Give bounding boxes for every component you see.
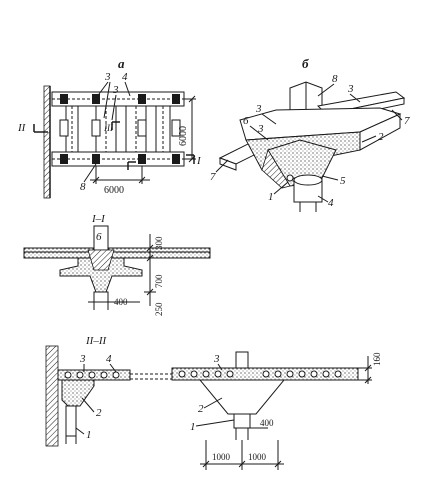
section-1-dim-700: 700 <box>154 274 164 288</box>
plan-view: а <box>17 56 202 199</box>
plan-callouts: 3 4 3 8 <box>80 71 131 193</box>
iso-callout-8: 8 <box>332 73 338 85</box>
iso-callout-3b: 3 <box>255 103 262 115</box>
section-2-console-left <box>61 379 95 407</box>
section-2-right-callout-1: 1 <box>190 421 196 433</box>
iso-callout-2: 2 <box>378 131 384 143</box>
iso-callout-3c: 3 <box>257 123 264 135</box>
iso-callout-5: 5 <box>340 175 346 187</box>
section-1: I–I 6 300 700 250 400 <box>23 213 211 316</box>
section-1-title: I–I <box>91 213 106 225</box>
section-2-left-callout-3: 3 <box>79 353 86 365</box>
section-2-capital-right <box>198 379 286 415</box>
iso-callout-4: 4 <box>328 197 334 209</box>
section-2: II–II <box>45 335 382 470</box>
section-2-cores-right <box>178 370 342 378</box>
iso-callout-7b: 7 <box>210 171 216 183</box>
section-2-left-callout-4: 4 <box>106 353 112 365</box>
section-2-cores-left <box>64 371 120 379</box>
section-2-left-callout-1: 1 <box>86 429 92 441</box>
section-1-slab <box>23 247 211 259</box>
section-2-title: II–II <box>85 335 107 347</box>
section-2-dim-160: 160 <box>372 352 382 366</box>
plan-callout-3a: 3 <box>104 71 111 83</box>
section-2-right-callout-3: 3 <box>213 353 220 365</box>
view-label-b: б <box>302 56 309 71</box>
plan-callout-4: 4 <box>122 71 128 83</box>
iso-callout-6: 6 <box>243 115 249 127</box>
view-label-a: а <box>118 56 125 71</box>
section-mark-i: I <box>196 155 202 167</box>
iso-callout-1: 1 <box>268 191 274 203</box>
section-2-wall <box>45 345 59 447</box>
plan-callout-8: 8 <box>80 181 86 193</box>
section-mark-ii: II <box>17 122 27 134</box>
plan-slabs <box>65 105 171 153</box>
iso-callout-3a: 3 <box>347 83 354 95</box>
section-2-right-callouts: 3 2 1 <box>190 353 235 433</box>
section-2-dim-400: 400 <box>260 418 274 428</box>
plan-wall <box>43 85 51 199</box>
plan-crossbars <box>51 91 185 167</box>
plan-columns <box>59 94 181 164</box>
section-2-dim-1000b: 1000 <box>248 452 267 462</box>
section-2-left-callouts: 3 4 2 1 <box>75 353 117 441</box>
section-2-dim-1000a: 1000 <box>212 452 231 462</box>
section-1-column-lower <box>93 291 109 303</box>
section-2-left-callout-2: 2 <box>96 407 102 419</box>
plan-dim-vertical: 6000 <box>178 126 189 146</box>
section-2-dimensions: 160 400 1000 1000 <box>200 352 382 470</box>
section-mark-iii: III <box>103 123 114 133</box>
iso-callouts: 8 3 3 6 3 7 2 7 5 1 4 <box>210 73 410 209</box>
plan-dim-horizontal: 6000 <box>104 185 124 196</box>
section-1-dim-250: 250 <box>154 302 164 316</box>
isometric-view: б 8 3 3 6 3 7 2 7 5 1 <box>210 56 410 212</box>
section-1-dim-400: 400 <box>114 297 128 307</box>
plan-callout-3b: 3 <box>112 84 119 96</box>
iso-callout-7a: 7 <box>404 115 410 127</box>
plan-dimensions: 6000 6000 <box>90 95 196 196</box>
section-1-dimensions: 300 700 250 400 <box>88 234 164 316</box>
section-1-dim-300: 300 <box>154 236 164 250</box>
section-2-right-callout-2: 2 <box>198 403 204 415</box>
section-1-callout-6: 6 <box>96 231 102 243</box>
